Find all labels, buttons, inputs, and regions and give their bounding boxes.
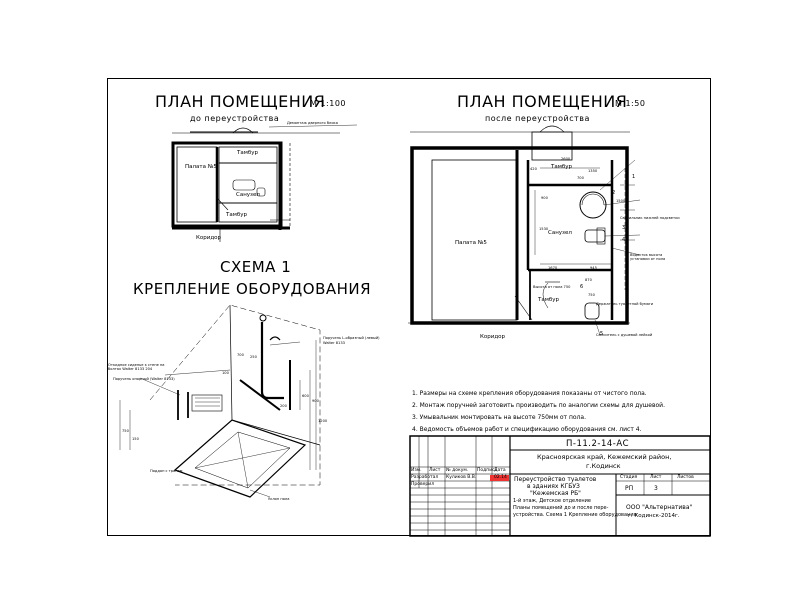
general-note-2: 2. Монтаж поручней заготовить производит… <box>412 402 665 409</box>
tb-sheet-desc-line3: устройства. Схема 1 Крепление оборудован… <box>513 512 637 518</box>
right-callout-6: 6 <box>580 284 584 290</box>
right-dim-2: 1350 <box>588 169 598 173</box>
tb-row-developer-name: Куликов В.В. <box>446 475 477 480</box>
right-note-drain: Водосток высота установки от пола <box>630 253 666 261</box>
tb-company-line1: ООО "Альтернатива" <box>626 504 693 511</box>
right-plan-subtitle: после переустройства <box>485 114 590 123</box>
right-room-bathroom: Санузел <box>548 230 572 236</box>
scheme-dim-5: 1200 <box>318 419 328 423</box>
tb-sheet-value: 3 <box>654 485 658 492</box>
title-block-org-line1: Красноярская край, Кежемский район, <box>537 453 672 461</box>
tb-stage-value: РП <box>625 485 634 492</box>
left-plan-subtitle: до переустройства <box>190 114 280 123</box>
general-note-3: 3. Умывальник монтировать на высоте 750м… <box>412 414 586 421</box>
right-dim-1: 2600 <box>561 157 571 161</box>
scheme-note-rail-left: Поручень L-образный (левый) <box>323 336 380 340</box>
right-callout-3: 3 <box>622 225 626 231</box>
tb-row-checker-role: Проверил <box>411 482 435 487</box>
scheme-note-handrail: Поручень опорный (Walter 8133) <box>113 377 175 381</box>
general-note-4: 4. Ведомость объемов работ и спецификаци… <box>412 426 642 433</box>
tb-header-sign: Подпись <box>477 468 498 473</box>
general-note-1: 1. Размеры на схеме крепления оборудован… <box>412 390 647 397</box>
tb-project-line1: Переустройство туалетов <box>514 476 597 483</box>
right-dim-6: 945 <box>590 266 597 270</box>
right-room-corridor: Коридор <box>480 334 505 340</box>
scheme-note-rail-model: Walter 8133 <box>323 341 345 345</box>
right-callout-5: 5 <box>600 331 604 337</box>
scheme-dim-4: 900 <box>312 399 319 403</box>
scheme-dim-1: 100 <box>222 371 229 375</box>
left-room-vestibule-top: Тамбур <box>237 150 259 156</box>
tb-header-date: Дата <box>494 468 506 473</box>
right-dim-4: 900 <box>541 196 548 200</box>
tb-sheets-label: Листов <box>677 475 694 480</box>
right-note-light: Светильник нижней подсветки <box>620 216 680 220</box>
right-dim-7: 870 <box>585 278 592 282</box>
scheme-note-floor: Уклон пола <box>268 497 290 501</box>
left-plan-scale: М 1:100 <box>310 99 346 108</box>
tb-sheet-label: Лист <box>650 475 662 480</box>
scheme-note-seat: Откидное сиденье к стене на болтах Walte… <box>108 363 165 371</box>
right-callout-2: 2 <box>612 190 616 196</box>
tb-header-izm: Изм. <box>411 468 422 473</box>
tb-row-developer-date: 02.14 <box>494 475 507 480</box>
left-room-vestibule-bottom: Тамбур <box>226 212 248 218</box>
scheme-dim-3: 700 <box>237 353 244 357</box>
right-plan-scale: М 1:50 <box>615 99 646 108</box>
right-room-vestibule-top: Тамбур <box>551 164 573 170</box>
right-room-ward: Палата №5 <box>455 240 487 246</box>
right-dim-8: 750 <box>588 293 595 297</box>
tb-row-developer-role: Разработал <box>411 475 439 480</box>
tb-header-doc: № докум. <box>446 468 469 473</box>
drawing-sheet-frame <box>107 78 711 536</box>
right-dim-3: 700 <box>577 176 584 180</box>
scheme-dim-6: 600 <box>302 394 309 398</box>
title-block-code: П-11.2-14-АС <box>566 439 630 449</box>
tb-sheet-desc-line1: 1-й этаж, Детское отделение <box>513 498 591 504</box>
scheme-dim-7: 750 <box>122 429 129 433</box>
right-dim-5: 1670 <box>548 266 558 270</box>
right-note-height: Высота от пола 750 <box>533 285 571 289</box>
scheme-dim-2: 250 <box>250 355 257 359</box>
title-block-org-line2: г.Кодинск <box>586 462 621 470</box>
tb-header-list: Лист <box>429 468 441 473</box>
scheme-note-tray: Поддон с трапом <box>150 469 183 473</box>
left-plan-drawing <box>171 124 358 242</box>
left-room-bathroom: Санузел <box>236 192 260 198</box>
tb-project-line3: "Кежемская РБ" <box>530 490 581 497</box>
right-callout-1: 1 <box>632 174 636 180</box>
right-room-vestibule-bottom: Тамбур <box>538 297 560 303</box>
right-dim-10: 420 <box>530 167 537 171</box>
tb-company-line2: г. Кодинск-2014г. <box>628 513 680 519</box>
right-dim-11: 1500 <box>616 199 626 203</box>
scheme-title-line1: СХЕМА 1 <box>220 258 292 276</box>
tb-project-line2: в зданиях КГБУЗ <box>527 483 580 490</box>
right-callout-4: 4 <box>622 237 626 243</box>
right-dim-9: 1530 <box>539 227 549 231</box>
tb-sheet-desc-line2: Планы помещений до и после пере- <box>513 505 609 511</box>
left-room-ward: Палата №5 <box>185 164 217 170</box>
right-note-mixer: Смеситель с душевой лейкой <box>596 333 653 337</box>
right-plan-title: ПЛАН ПОМЕЩЕНИЯ <box>457 92 628 111</box>
right-note-paper: Держатель туалетной бумаги <box>596 302 654 306</box>
left-plan-title: ПЛАН ПОМЕЩЕНИЯ <box>155 92 326 111</box>
scheme-dim-9: 200 <box>280 404 287 408</box>
left-room-corridor: Коридор <box>196 235 221 241</box>
scheme-dim-8: 150 <box>132 437 139 441</box>
scheme-title-line2: КРЕПЛЕНИЕ ОБОРУДОВАНИЯ <box>133 280 372 298</box>
tb-stage-label: Стадия <box>620 475 638 480</box>
left-dismantle-note: Демонтаж дверного блока <box>287 121 338 125</box>
